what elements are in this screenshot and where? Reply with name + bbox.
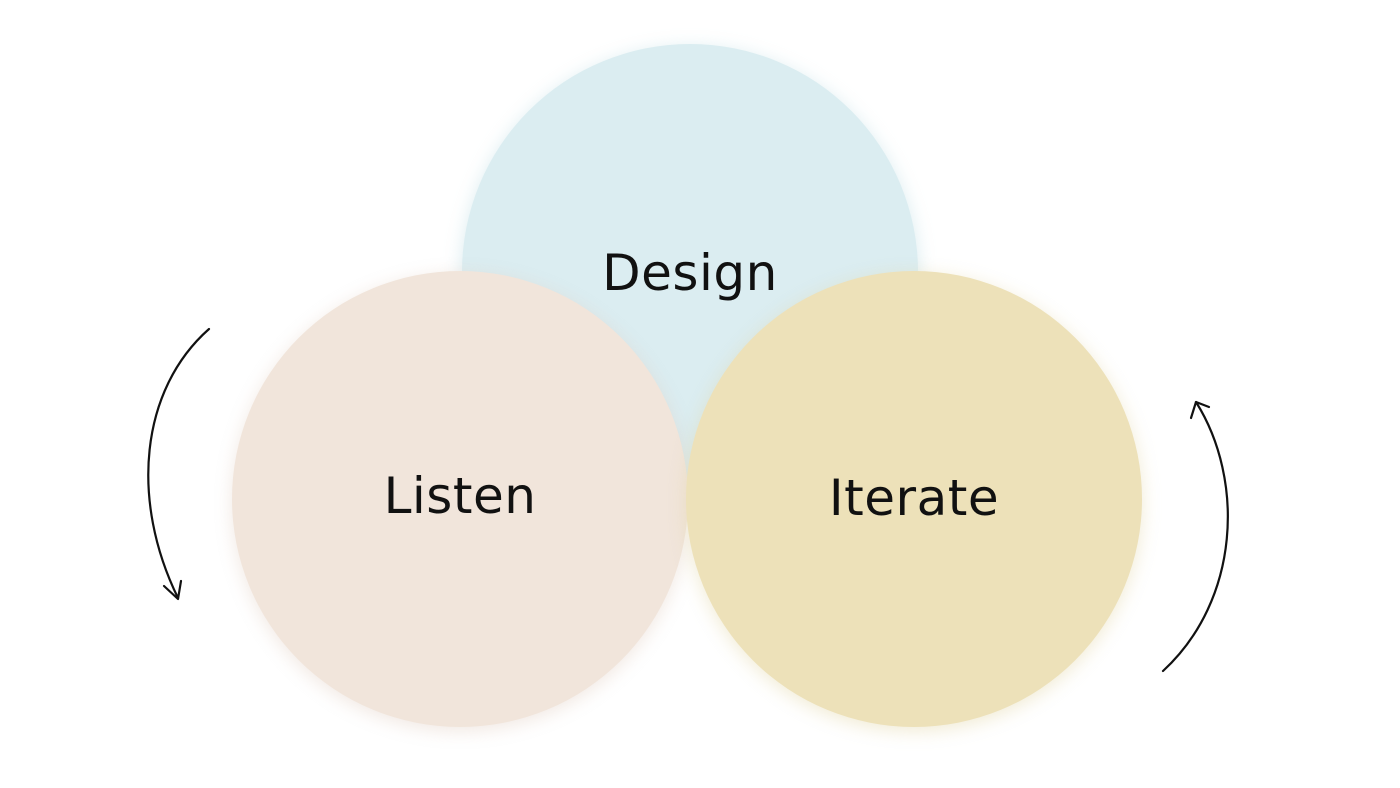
iterate-circle: Iterate xyxy=(686,271,1142,727)
left-arrow-icon xyxy=(147,327,211,601)
right-arrow-head xyxy=(1189,400,1211,420)
left-arrow-head xyxy=(162,579,183,601)
right-arrow-icon xyxy=(1161,400,1229,673)
design-label: Design xyxy=(602,244,778,302)
listen-label: Listen xyxy=(383,467,537,525)
right-arrow-curve xyxy=(1161,400,1229,673)
iterate-label: Iterate xyxy=(828,469,1000,527)
listen-circle: Listen xyxy=(232,271,688,727)
left-arrow-curve xyxy=(147,327,211,600)
